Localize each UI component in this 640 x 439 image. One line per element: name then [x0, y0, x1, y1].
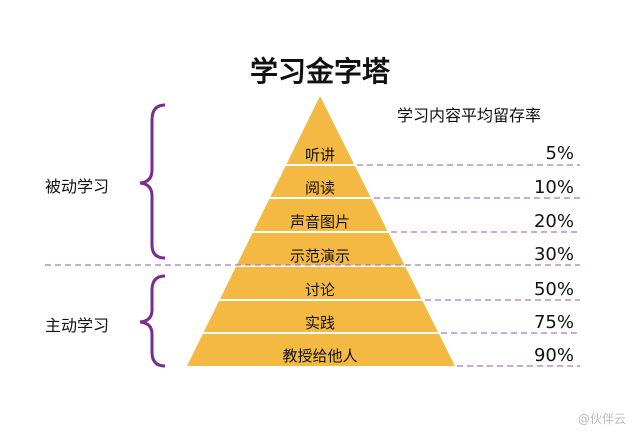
retention-value: 5% [545, 143, 574, 164]
retention-value: 10% [533, 177, 574, 198]
retention-value: 90% [533, 345, 574, 366]
band-separators [196, 164, 440, 334]
passive-brace [139, 103, 166, 260]
retention-value: 20% [533, 211, 574, 232]
active-brace [139, 274, 166, 368]
level-label: 声音图片 [289, 213, 350, 231]
retention-value: 30% [533, 244, 574, 265]
level-label: 听讲 [304, 146, 335, 164]
level-label: 实践 [304, 314, 335, 332]
retention-header: 学习内容平均留存率 [397, 106, 542, 125]
level-label: 教授给他人 [282, 347, 358, 365]
retention-value: 75% [533, 312, 574, 333]
passive-learning-label: 被动学习 [45, 177, 110, 196]
level-label: 阅读 [304, 179, 335, 197]
retention-value: 50% [533, 279, 574, 300]
dashed-guides [45, 164, 580, 367]
diagram-title: 学习金字塔 [249, 55, 390, 88]
watermark: @伙伴云 [577, 412, 626, 426]
active-learning-label: 主动学习 [45, 316, 110, 335]
level-label: 讨论 [304, 281, 335, 299]
level-label: 示范演示 [289, 247, 350, 265]
